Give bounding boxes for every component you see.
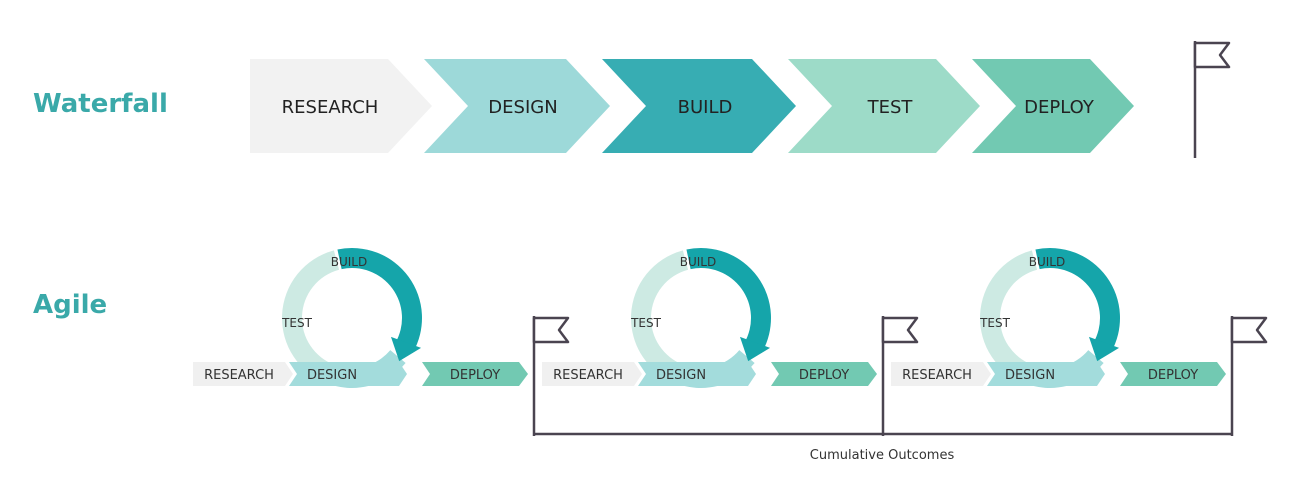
- build-ring-segment: [1035, 248, 1121, 353]
- agile-research-label: RESEARCH: [553, 368, 623, 383]
- waterfall-step-label: RESEARCH: [282, 97, 379, 118]
- test-ring-segment: [631, 250, 689, 384]
- agile-design-label: DESIGN: [1005, 368, 1055, 383]
- agile-deploy-box: [422, 362, 528, 386]
- waterfall-step-label: BUILD: [678, 97, 733, 118]
- waterfall-step-label: DESIGN: [488, 97, 557, 118]
- waterfall-step-deploy: DEPLOY: [972, 59, 1134, 153]
- waterfall-step-build: BUILD: [602, 59, 796, 153]
- agile-build-label: BUILD: [331, 255, 367, 269]
- agile-deploy-box: [1120, 362, 1226, 386]
- waterfall-step-label: DEPLOY: [1024, 97, 1095, 118]
- agile-deploy-label: DEPLOY: [450, 368, 500, 383]
- test-ring-segment: [282, 250, 340, 384]
- waterfall-heading: Waterfall: [33, 89, 168, 119]
- agile-test-label: TEST: [630, 316, 662, 330]
- agile-deploy-label: DEPLOY: [1148, 368, 1198, 383]
- agile-design-box: [987, 362, 1105, 386]
- waterfall-flag-icon: [1193, 41, 1231, 158]
- agile-test-label: TEST: [281, 316, 313, 330]
- build-ring-segment: [686, 248, 771, 353]
- waterfall-finish-flag-icon: [1193, 41, 1231, 158]
- waterfall-step-test: TEST: [788, 59, 980, 153]
- agile-build-label: BUILD: [1029, 255, 1065, 269]
- waterfall-step-label: TEST: [867, 97, 914, 118]
- agile-research-box: [542, 362, 642, 386]
- agile-design-box: [289, 362, 407, 386]
- agile-design-label: DESIGN: [307, 368, 357, 383]
- agile-research-label: RESEARCH: [902, 368, 972, 383]
- agile-deploy-label: DEPLOY: [799, 368, 849, 383]
- agile-research-box: [193, 362, 293, 386]
- agile-cycle-1: BUILD TEST RESEARCH DESIGN DEPLOY: [193, 248, 528, 388]
- agile-test-label: TEST: [979, 316, 1011, 330]
- test-ring-segment: [980, 250, 1038, 384]
- agile-heading: Agile: [33, 290, 108, 320]
- milestone-flag-icon-3: [1230, 316, 1268, 436]
- agile-deploy-box: [771, 362, 877, 386]
- waterfall-step-research: RESEARCH: [250, 59, 432, 153]
- milestone-flag-icon-1: [532, 316, 570, 436]
- waterfall-step-design: DESIGN: [424, 59, 610, 153]
- agile-cycle-2: BUILD TEST RESEARCH DESIGN DEPLOY: [542, 248, 877, 388]
- cumulative-timeline: [532, 316, 1268, 436]
- agile-design-label: DESIGN: [656, 368, 706, 383]
- waterfall-row: RESEARCH DESIGN BUILD TEST DEPLOY: [250, 59, 1134, 153]
- agile-cycle-3: BUILD TEST RESEARCH DESIGN DEPLOY: [891, 248, 1226, 388]
- agile-research-label: RESEARCH: [204, 368, 274, 383]
- cumulative-outcomes-label: Cumulative Outcomes: [810, 448, 955, 463]
- agile-build-label: BUILD: [680, 255, 716, 269]
- milestone-flag-icon-2: [881, 316, 919, 436]
- agile-design-box: [638, 362, 756, 386]
- build-ring-segment: [337, 248, 422, 353]
- agile-row: BUILD TEST RESEARCH DESIGN DEPLOY BUILD TEST RE…: [193, 248, 1226, 388]
- agile-research-box: [891, 362, 991, 386]
